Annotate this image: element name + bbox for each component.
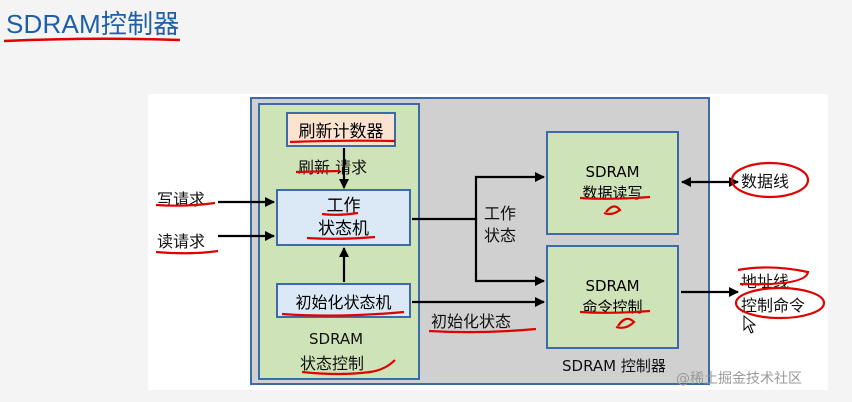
- work-state-machine-line1: 工作: [326, 195, 361, 216]
- work-state-machine-line2: 状态机: [318, 218, 369, 239]
- address-line-label: 地址线: [741, 272, 790, 291]
- annotation-control-command-circle: [734, 286, 826, 320]
- command-control-line1: SDRAM: [585, 277, 640, 295]
- annotation-init-state: [428, 327, 537, 334]
- control-command-label: 控制命令: [741, 296, 806, 315]
- annotation-work: [321, 211, 359, 216]
- state-control-title-line2: 状态控制: [300, 354, 365, 373]
- watermark: @稀土掘金技术社区: [676, 371, 802, 387]
- annotation-data-line-circle: [730, 161, 810, 199]
- init-state-machine-box: 初始化状态机: [276, 283, 411, 318]
- work-state-machine-box: 工作 状态机: [276, 189, 411, 246]
- read-request-label: 读请求: [157, 232, 206, 251]
- controller-label: SDRAM 控制器: [562, 357, 666, 375]
- init-state-label: 初始化状态: [431, 312, 512, 331]
- annotation-init-state-machine: [281, 310, 405, 317]
- annotation-write-request: [155, 201, 216, 207]
- annotation-refresh-counter: [289, 139, 396, 144]
- annotation-command-mark: [615, 317, 636, 329]
- annotation-refresh-request: [295, 169, 341, 174]
- data-read-write-box: SDRAM 数据读写: [546, 131, 679, 235]
- annotation-address-line: [737, 266, 810, 286]
- annotation-data-rw: [579, 195, 651, 200]
- title-underline-annotation: [3, 37, 181, 43]
- annotation-command-control: [579, 309, 651, 314]
- page-title: SDRAM控制器: [6, 9, 180, 39]
- work-state-label-line1: 工作: [484, 204, 517, 223]
- annotation-read-request: [155, 249, 219, 255]
- annotation-data-rw-mark: [603, 205, 622, 216]
- data-read-write-line1: SDRAM: [585, 163, 640, 181]
- work-state-to-cmd-arrow: [474, 219, 545, 286]
- cursor-icon: [743, 314, 757, 334]
- refresh-counter-label: 刷新计数器: [298, 122, 384, 142]
- data-line-label: 数据线: [741, 172, 790, 191]
- annotation-state-control: [301, 359, 396, 376]
- init-state-machine-label: 初始化状态机: [295, 292, 392, 312]
- state-control-title-line1: SDRAM: [309, 330, 364, 348]
- work-state-to-rw-arrow: [412, 172, 545, 221]
- red-annotations: [155, 139, 826, 376]
- annotation-state-machine: [306, 235, 376, 240]
- work-state-label-line2: 状态: [484, 226, 517, 245]
